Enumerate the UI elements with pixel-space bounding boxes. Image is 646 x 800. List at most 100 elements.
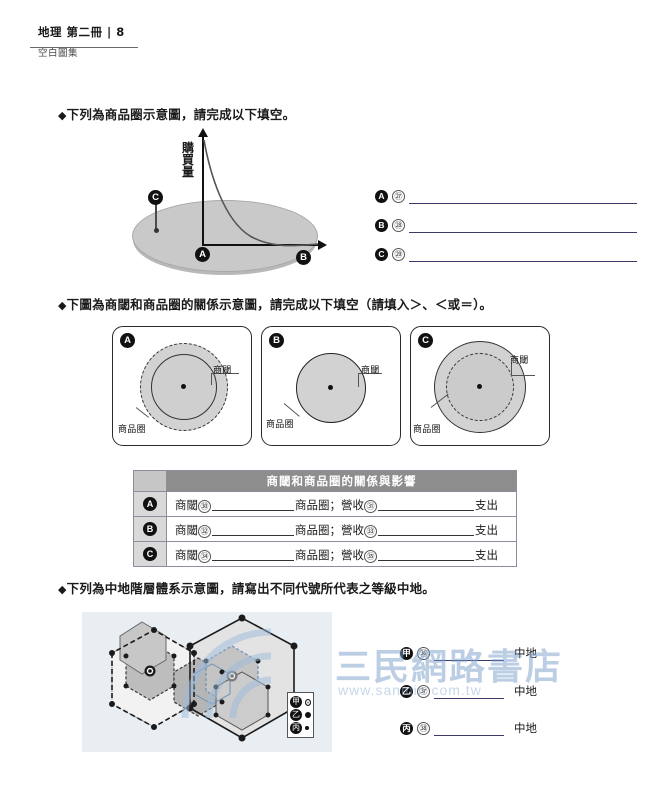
cell-answer-line-35[interactable] <box>378 560 474 561</box>
diagram-box-c: C 商閾 商品圈 <box>410 326 550 446</box>
book-title: 地理 第二冊 <box>38 25 103 39</box>
legend-item-yi: 乙 <box>290 709 311 721</box>
diagram-box-a: A 商閾 商品圈 <box>112 326 252 446</box>
table-row: A 商閾 ㉚ 商品圈；營收 ㉛ 支出 <box>133 491 517 517</box>
answer-line-27[interactable] <box>409 203 637 204</box>
table-title: 商閾和商品圈的關係與影響 <box>166 470 517 492</box>
blank-number-36: ㊱ <box>417 647 430 660</box>
prompt-threshold-range: ◆下圖為商閾和商品圈的關係示意圖，請完成以下填空（請填入＞、＜或＝）。 <box>58 294 492 313</box>
table-header-blank <box>133 470 167 492</box>
leader-b-outer <box>283 403 300 417</box>
suffix-central-place-bing: 中地 <box>514 721 537 735</box>
answer-line-36[interactable] <box>434 660 504 661</box>
page-number: 8 <box>116 25 125 39</box>
header-subtitle: 空白圖集 <box>38 48 79 59</box>
blank-number-28: ㉘ <box>392 219 405 232</box>
table-cell-b: 商閾 ㉜ 商品圈；營收 ㉝ 支出 <box>166 516 517 542</box>
hierarchy-legend: 甲 乙 丙 <box>287 692 314 738</box>
table-cell-a: 商閾 ㉚ 商品圈；營收 ㉛ 支出 <box>166 491 517 517</box>
axis-horizontal <box>202 240 327 250</box>
blank-marker-b: B <box>375 219 388 232</box>
cell-number-31: ㉛ <box>364 500 377 513</box>
cell-text-threshold: 商閾 <box>175 548 198 562</box>
table-row-marker-b: B <box>133 516 167 542</box>
blank-row-c: C ㉙ <box>375 248 637 262</box>
leader-line-c <box>153 204 159 233</box>
blank-number-38: ㊳ <box>417 722 430 735</box>
box-marker-b: B <box>269 333 284 348</box>
prompt-central-place: ◆下列為中地階層體系示意圖，請寫出不同代號所代表之等級中地。 <box>58 578 435 597</box>
bullet-diamond-icon: ◆ <box>58 109 67 122</box>
blank-row-bing: 丙 ㊳ 中地 <box>400 720 537 736</box>
blank-row-b: B ㉘ <box>375 219 637 233</box>
label-market-area-b: 商品圈 <box>266 420 294 430</box>
bullet-diamond-icon: ◆ <box>58 583 67 596</box>
cell-answer-line-32[interactable] <box>212 535 294 536</box>
figure-market-area-diagram: 購買量 A B C <box>130 128 370 287</box>
answer-line-29[interactable] <box>409 261 637 262</box>
leader-a-inner-h <box>211 373 239 375</box>
cell-text-market-revenue: 商品圈；營收 <box>295 523 364 537</box>
marker-b: B <box>296 250 311 265</box>
blank-row-a: A ㉗ <box>375 190 637 204</box>
cell-number-33: ㉝ <box>364 525 377 538</box>
cell-answer-line-33[interactable] <box>378 535 474 536</box>
diagram-box-group: A 商閾 商品圈 B 商閾 商品圈 C 商閾 商品圈 <box>112 326 550 446</box>
header-divider <box>30 47 138 48</box>
cell-text-expense: 支出 <box>475 498 498 512</box>
row-marker-glyph: A <box>143 497 157 511</box>
cell-text-expense: 支出 <box>475 523 498 537</box>
label-threshold-c: 商閾 <box>510 356 529 366</box>
cell-answer-line-34[interactable] <box>212 560 294 561</box>
header-separator: | <box>107 25 112 39</box>
page-header: 地理 第二冊 | 8 空白圖集 <box>38 24 158 59</box>
cell-number-35: ㉟ <box>364 550 377 563</box>
cell-answer-line-30[interactable] <box>212 510 294 511</box>
answer-line-38[interactable] <box>434 735 504 736</box>
leader-a-inner-v <box>211 373 213 385</box>
cell-answer-line-31[interactable] <box>378 510 474 511</box>
label-threshold-a: 商閾 <box>213 366 232 376</box>
relationship-table: 商閾和商品圈的關係與影響 A 商閾 ㉚ 商品圈；營收 ㉛ 支出 B 商閾 ㉜ 商… <box>133 470 517 567</box>
cell-number-30: ㉚ <box>198 500 211 513</box>
leader-b-inner-h <box>358 373 382 375</box>
table-cell-c: 商閾 ㉞ 商品圈；營收 ㉟ 支出 <box>166 541 517 567</box>
demand-curve <box>203 139 319 247</box>
cell-text-threshold: 商閾 <box>175 523 198 537</box>
blank-number-29: ㉙ <box>392 248 405 261</box>
label-market-area-a: 商品圈 <box>118 425 146 435</box>
legend-item-bing: 丙 <box>290 722 311 734</box>
marker-a: A <box>195 247 210 262</box>
small-dot-icon <box>305 726 309 730</box>
center-dot-a <box>181 384 186 389</box>
answer-line-28[interactable] <box>409 232 637 233</box>
blank-number-27: ㉗ <box>392 190 405 203</box>
prompt-market-area: ◆下列為商品圈示意圖，請完成以下填空。 <box>58 104 295 123</box>
header-title-line: 地理 第二冊 | 8 <box>38 24 158 42</box>
axis-vertical <box>198 128 208 246</box>
leader-c-inner-v <box>511 363 513 376</box>
legend-item-jia: 甲 <box>290 696 311 708</box>
label-threshold-b: 商閾 <box>361 366 380 376</box>
diagram-box-b: B 商閾 商品圈 <box>261 326 401 446</box>
table-row-marker-c: C <box>133 541 167 567</box>
cell-text-threshold: 商閾 <box>175 498 198 512</box>
cell-text-expense: 支出 <box>475 548 498 562</box>
table-row: B 商閾 ㉜ 商品圈；營收 ㉝ 支出 <box>133 516 517 542</box>
blank-marker-yi: 乙 <box>400 685 413 698</box>
suffix-central-place-jia: 中地 <box>514 646 537 660</box>
leader-b-inner-v <box>358 373 360 387</box>
blank-marker-bing: 丙 <box>400 722 413 735</box>
market-area-disc <box>132 200 318 272</box>
legend-symbol-jia: 甲 <box>290 696 302 708</box>
prompt-text: 下列為商品圈示意圖，請完成以下填空。 <box>66 107 296 122</box>
prompt-text: 下列為中地階層體系示意圖，請寫出不同代號所代表之等級中地。 <box>66 581 435 596</box>
blank-marker-jia: 甲 <box>400 647 413 660</box>
center-dot-b <box>328 385 333 390</box>
center-dot-c <box>477 384 482 389</box>
answer-line-37[interactable] <box>434 698 504 699</box>
blank-number-37: ㊲ <box>417 685 430 698</box>
blank-marker-c: C <box>375 248 388 261</box>
axis-label-purchase-volume: 購買量 <box>181 141 194 180</box>
row-marker-glyph: B <box>143 522 157 536</box>
